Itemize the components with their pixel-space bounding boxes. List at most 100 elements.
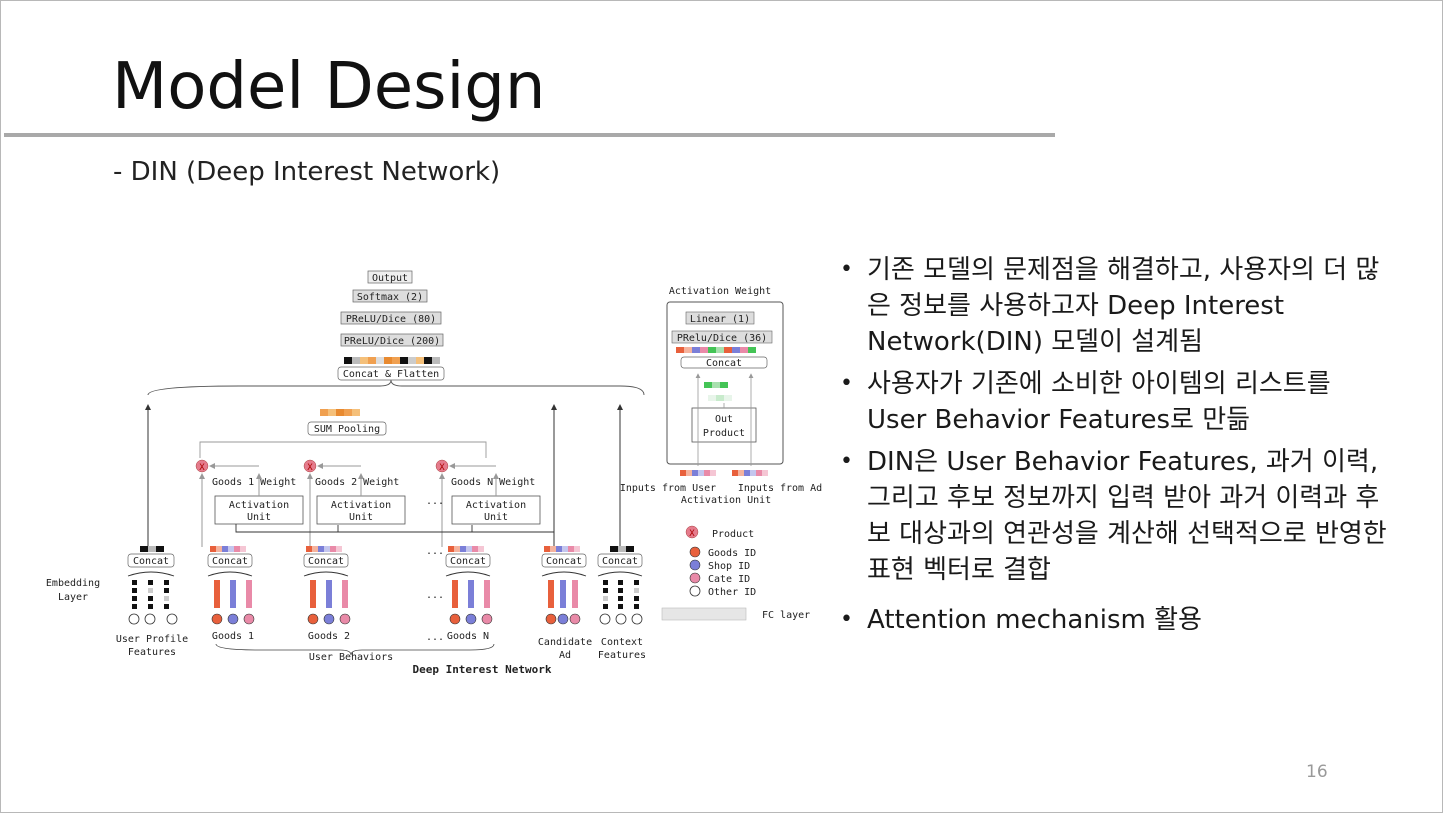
slide-title: Model Design: [112, 50, 546, 124]
concat-user-profile: Concat: [127, 546, 175, 568]
cate-id-input-icon: [569, 613, 581, 625]
cate-id-legend-icon: [689, 572, 701, 584]
svg-text:...: ...: [426, 496, 444, 507]
svg-text:Concat: Concat: [450, 556, 486, 567]
goods-2-embeddings: [303, 571, 351, 625]
bullet-marker: •: [840, 257, 853, 282]
legend-fc-layer: FC layer: [762, 610, 810, 621]
svg-text:Embedding: Embedding: [46, 578, 100, 589]
user-profile-label: User Profile: [116, 634, 188, 645]
goods-1-label: Goods 1: [212, 631, 254, 642]
bullet-text: 기존 모델의 문제점을 해결하고, 사용자의 더 많은 정보를 사용하고자 De…: [867, 255, 1380, 357]
activation-unit-n: [451, 495, 541, 525]
bullet-text: Attention mechanism 활용: [867, 605, 1202, 635]
svg-text:...: ...: [426, 632, 444, 643]
svg-text:X: X: [199, 463, 205, 473]
svg-text:Activation: Activation: [331, 500, 391, 511]
goods-n-embeddings: [445, 571, 493, 625]
candidate-ad-label: Candidate: [538, 637, 592, 648]
shop-id-input-icon: [557, 613, 569, 625]
svg-text:Layer: Layer: [58, 592, 88, 603]
user-behaviors-label: User Behaviors: [309, 652, 393, 663]
shop-id-input-icon: [227, 613, 239, 625]
svg-text:Product: Product: [703, 428, 745, 439]
prelu200-layer-box: [340, 333, 444, 347]
goods-2-label: Goods 2: [308, 631, 350, 642]
bullet-text: 사용자가 기존에 소비한 아이템의 리스트를 User Behavior Fea…: [867, 369, 1331, 435]
legend-goods-id: Goods ID: [708, 548, 756, 559]
other-id-input-icon: [631, 613, 643, 625]
prelu80-layer-box: [340, 311, 442, 325]
other-id-input-icon: [599, 613, 611, 625]
svg-text:Unit: Unit: [349, 512, 373, 523]
bullet-item: • 기존 모델의 문제점을 해결하고, 사용자의 더 많은 정보를 사용하고자 D…: [838, 252, 1398, 360]
bullet-marker: •: [840, 371, 853, 396]
goods-1-embeddings: [207, 571, 255, 625]
goods-2-weight-label: Goods 2 Weight: [315, 477, 399, 488]
bullet-item: • DIN은 User Behavior Features, 과거 이력, 그리고…: [838, 444, 1398, 588]
candidate-ad-embeddings: [541, 571, 587, 625]
slide-subtitle: - DIN (Deep Interest Network): [113, 157, 501, 187]
bullet-marker: •: [840, 449, 853, 474]
svg-text:Concat: Concat: [546, 556, 582, 567]
svg-text:Unit: Unit: [484, 512, 508, 523]
svg-text:Unit: Unit: [247, 512, 271, 523]
product-icon: [435, 459, 449, 473]
other-id-input-icon: [128, 613, 140, 625]
legend-other-id: Other ID: [708, 587, 756, 598]
svg-text:X: X: [439, 463, 445, 473]
top-layer-stack: Output Softmax (2) PReLU/Dice (80) PReLU…: [337, 270, 445, 381]
cate-id-input-icon: [339, 613, 351, 625]
goods-id-input-icon: [449, 613, 461, 625]
svg-text:Features: Features: [128, 647, 176, 658]
svg-text:Concat: Concat: [602, 556, 638, 567]
softmax-label: Softmax (2): [357, 292, 423, 303]
shop-id-input-icon: [465, 613, 477, 625]
svg-text:X: X: [307, 463, 313, 473]
concat-row: Concat Concat Concat Concat Concat Conca…: [127, 546, 643, 568]
goods-1-weight-label: Goods 1 Weight: [212, 477, 296, 488]
goods-n-attention-branch: X Goods N Weight Activation Unit: [435, 459, 541, 547]
flatten-embedding-strip: [344, 357, 440, 364]
goods-id-legend-icon: [689, 546, 701, 558]
concat-brace: [147, 379, 645, 396]
goods-2-attention-branch: X Goods 2 Weight Activation Unit: [303, 459, 406, 547]
svg-text:Concat: Concat: [212, 556, 248, 567]
sum-pooling-block: SUM Pooling: [307, 409, 387, 436]
bullet-text: DIN은 User Behavior Features, 과거 이력, 그리고 …: [867, 447, 1387, 585]
goods-1-attention-branch: X Goods 1 Weight Activation Unit: [195, 459, 304, 547]
cate-id-input-icon: [243, 613, 255, 625]
goods-id-input-icon: [211, 613, 223, 625]
title-divider: [4, 133, 1055, 137]
svg-text:X: X: [689, 529, 695, 539]
concat-candidate-ad: Concat: [541, 546, 587, 568]
bullet-marker: •: [840, 607, 853, 632]
goods-id-input-icon: [307, 613, 319, 625]
figure-legend: X Product Goods ID Shop ID Cate ID Other…: [661, 525, 810, 621]
svg-text:Ad: Ad: [559, 650, 571, 661]
svg-text:PRelu/Dice (36): PRelu/Dice (36): [677, 333, 767, 344]
prelu80-label: PReLU/Dice (80): [346, 314, 436, 325]
shop-id-legend-icon: [689, 559, 701, 571]
activation-unit-1: [214, 495, 304, 525]
inputs-from-user-label: Inputs from User: [620, 483, 716, 494]
concat-context: Concat: [597, 546, 643, 568]
context-embeddings: [597, 571, 643, 625]
other-id-legend-icon: [689, 585, 701, 597]
concat-goods-n: Concat: [445, 546, 491, 568]
concat-flatten-label: Concat & Flatten: [343, 369, 439, 380]
output-layer-box: [367, 270, 413, 284]
bullet-item: • 사용자가 기존에 소비한 아이템의 리스트를 User Behavior Fe…: [838, 366, 1398, 438]
activation-concat-embedding: [676, 347, 756, 353]
page-number: 16: [1306, 762, 1328, 782]
product-icon: [195, 459, 209, 473]
fc-layer-legend-swatch: [661, 607, 747, 621]
svg-text:Features: Features: [598, 650, 646, 661]
pooling-connector: [199, 441, 487, 458]
legend-cate-id: Cate ID: [708, 574, 750, 585]
din-architecture-figure: Output Softmax (2) PReLU/Dice (80) PReLU…: [46, 270, 822, 676]
other-id-input-icon: [144, 613, 156, 625]
prelu200-label: PReLU/Dice (200): [344, 336, 440, 347]
shop-id-input-icon: [323, 613, 335, 625]
figure-caption: Deep Interest Network: [412, 663, 551, 676]
